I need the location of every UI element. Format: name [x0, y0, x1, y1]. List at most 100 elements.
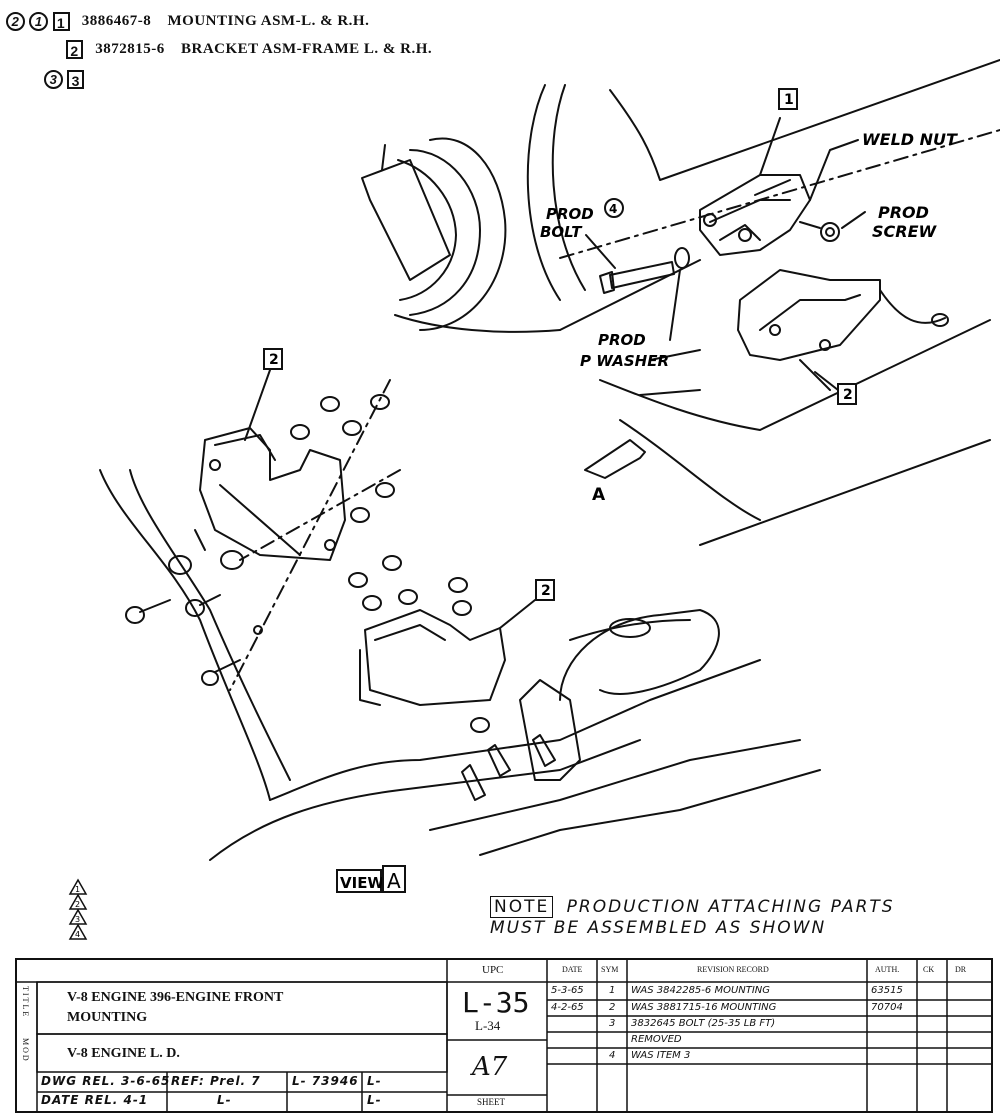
rev-row-4-text: REMOVED [631, 1034, 682, 1045]
prod-screw-label: PROD [878, 203, 929, 222]
view-label-box [336, 869, 382, 893]
revision-triangles [68, 878, 88, 940]
rev-row-5-sym: 4 [609, 1050, 616, 1061]
view-label: VIEW [340, 874, 384, 892]
l-ref-3: L- [217, 1093, 232, 1107]
item1-box [778, 88, 798, 110]
model-text: V-8 ENGINE L. D. [67, 1046, 180, 1061]
parts-row-3: 3 3 [44, 70, 85, 89]
title-side-label: TITLE [21, 986, 30, 1019]
part-number: 3886467-8 [81, 12, 152, 29]
view-letter-box [382, 865, 406, 893]
rev-header-dr: DR [955, 965, 967, 974]
prod-bolt-label-2: BOLT [540, 223, 583, 241]
rev-header-record: REVISION RECORD [697, 965, 769, 974]
prod-washer-label-2: P WASHER [580, 352, 669, 370]
engine-mount-lower [199, 427, 346, 561]
view-arrow-letter: A [592, 485, 606, 505]
rev-tri-1: 1 [75, 885, 80, 894]
rev-tri-4: 4 [75, 930, 80, 939]
item2-upper-box [837, 383, 857, 405]
item-box: 3 [67, 70, 85, 89]
leader-item2-lower-left [244, 369, 271, 441]
rev-row-3-sym: 3 [609, 1018, 616, 1029]
production-note: NOTE PRODUCTION ATTACHING PARTS [490, 896, 895, 918]
view-a-arrow [584, 439, 646, 479]
prod-screw [799, 211, 866, 242]
item2-lower-right-number: 2 [541, 583, 551, 599]
title-block: TITLE MOD V-8 ENGINE 396-ENGINE FRONT MO… [15, 958, 993, 1113]
upc-code: L-35 [462, 986, 530, 1019]
part-number: 3872815-6 [95, 40, 165, 57]
ref-prel: REF: Prel. 7 [171, 1074, 261, 1088]
frame-bracket-lower [359, 609, 581, 781]
prod-screw-label-2: SCREW [872, 222, 938, 241]
dwg-release: DWG REL. 3-6-65 [41, 1074, 171, 1088]
rev-row-3-text: 3832645 BOLT (25-35 LB FT) [631, 1018, 776, 1029]
frame-lower [99, 469, 821, 861]
rev-tri-3: 3 [75, 915, 80, 924]
weld-nut-leader [809, 139, 859, 201]
rev-row-2-sym: 2 [609, 1002, 616, 1013]
callout-circle: 1 [29, 12, 49, 31]
note-line-2: MUST BE ASSEMBLED AS SHOWN [490, 918, 827, 938]
item1-number: 1 [784, 92, 794, 108]
prod-bolt-label: PROD [546, 205, 594, 223]
item-box: 2 [66, 40, 83, 59]
rev-tri-2: 2 [75, 900, 80, 909]
mod-side-label: MOD [21, 1038, 30, 1063]
bolt-callout-number: 4 [609, 202, 617, 216]
date-release: DATE REL. 4-1 [41, 1093, 149, 1107]
item2-lower-right-box [535, 579, 555, 601]
item-box: 1 [52, 12, 70, 31]
item2-upper-number: 2 [843, 387, 853, 403]
prod-washer-label: PROD [598, 331, 646, 349]
note-line-1: PRODUCTION ATTACHING PARTS [566, 897, 895, 917]
centerline-upper [559, 129, 1000, 259]
parts-row-2: 2 3872815-6 BRACKET ASM-FRAME L. & R.H. [66, 40, 432, 59]
washer-leader [669, 269, 681, 341]
drawing-title-line-1: V-8 ENGINE 396-ENGINE FRONT [67, 990, 284, 1005]
view-letter: A [387, 869, 401, 893]
parts-row-1: 2 1 1 3886467-8 MOUNTING ASM-L. & R.H. [6, 12, 369, 31]
bolt-callout-circle [604, 198, 624, 218]
rev-row-1-text: WAS 3842285-6 MOUNTING [631, 985, 771, 996]
centerline-lower [229, 379, 391, 691]
part-description: BRACKET ASM-FRAME L. & R.H. [181, 40, 433, 57]
sheet-label: SHEET [477, 1097, 505, 1107]
bolt-leader [585, 234, 616, 269]
note-tag: NOTE [490, 896, 554, 918]
item2-lower-left-number: 2 [269, 352, 279, 368]
rev-row-2-date: 4-2-65 [551, 1002, 584, 1013]
engine-mount-drawing: WELD NUT PROD SCREW PROD BOLT 4 PROD P W… [68, 59, 1000, 940]
l-ref-2: L- [367, 1074, 382, 1088]
rev-row-1-auth: 63515 [871, 985, 903, 996]
callout-circle: 2 [6, 12, 25, 31]
engine-mount-upper [699, 117, 811, 256]
lower-fasteners [125, 394, 556, 801]
rev-row-2-auth: 70704 [871, 1002, 903, 1013]
weld-nut-label: WELD NUT [862, 130, 958, 149]
sheet-code: A7 [472, 1052, 508, 1082]
leader-item2-lower-right [499, 599, 536, 629]
drawing-title-line-2: MOUNTING [67, 1010, 148, 1025]
l-ref-1: L- 73946 [292, 1074, 359, 1088]
centerline-lower-2 [239, 469, 401, 561]
rev-header-auth: AUTH. [875, 965, 900, 974]
rev-header-date: DATE [562, 965, 583, 974]
leader-item2-upper [814, 371, 839, 391]
rev-header-ck: CK [923, 965, 935, 974]
prod-bolt [599, 261, 675, 294]
rev-row-2-text: WAS 3881715-16 MOUNTING [631, 1002, 777, 1013]
rev-row-1-sym: 1 [609, 985, 616, 996]
frame-bracket-upper [737, 269, 949, 391]
callout-circle: 3 [44, 70, 63, 89]
rev-row-1-date: 5-3-65 [551, 985, 584, 996]
part-description: MOUNTING ASM-L. & R.H. [167, 12, 370, 29]
upc-sub: L-34 [475, 1018, 501, 1033]
rev-header-sym: SYM [601, 965, 619, 974]
upc-header: UPC [482, 964, 504, 976]
rev-row-5-text: WAS ITEM 3 [631, 1050, 691, 1061]
title-block-grid [17, 960, 991, 1111]
item2-lower-left-box [263, 348, 283, 370]
